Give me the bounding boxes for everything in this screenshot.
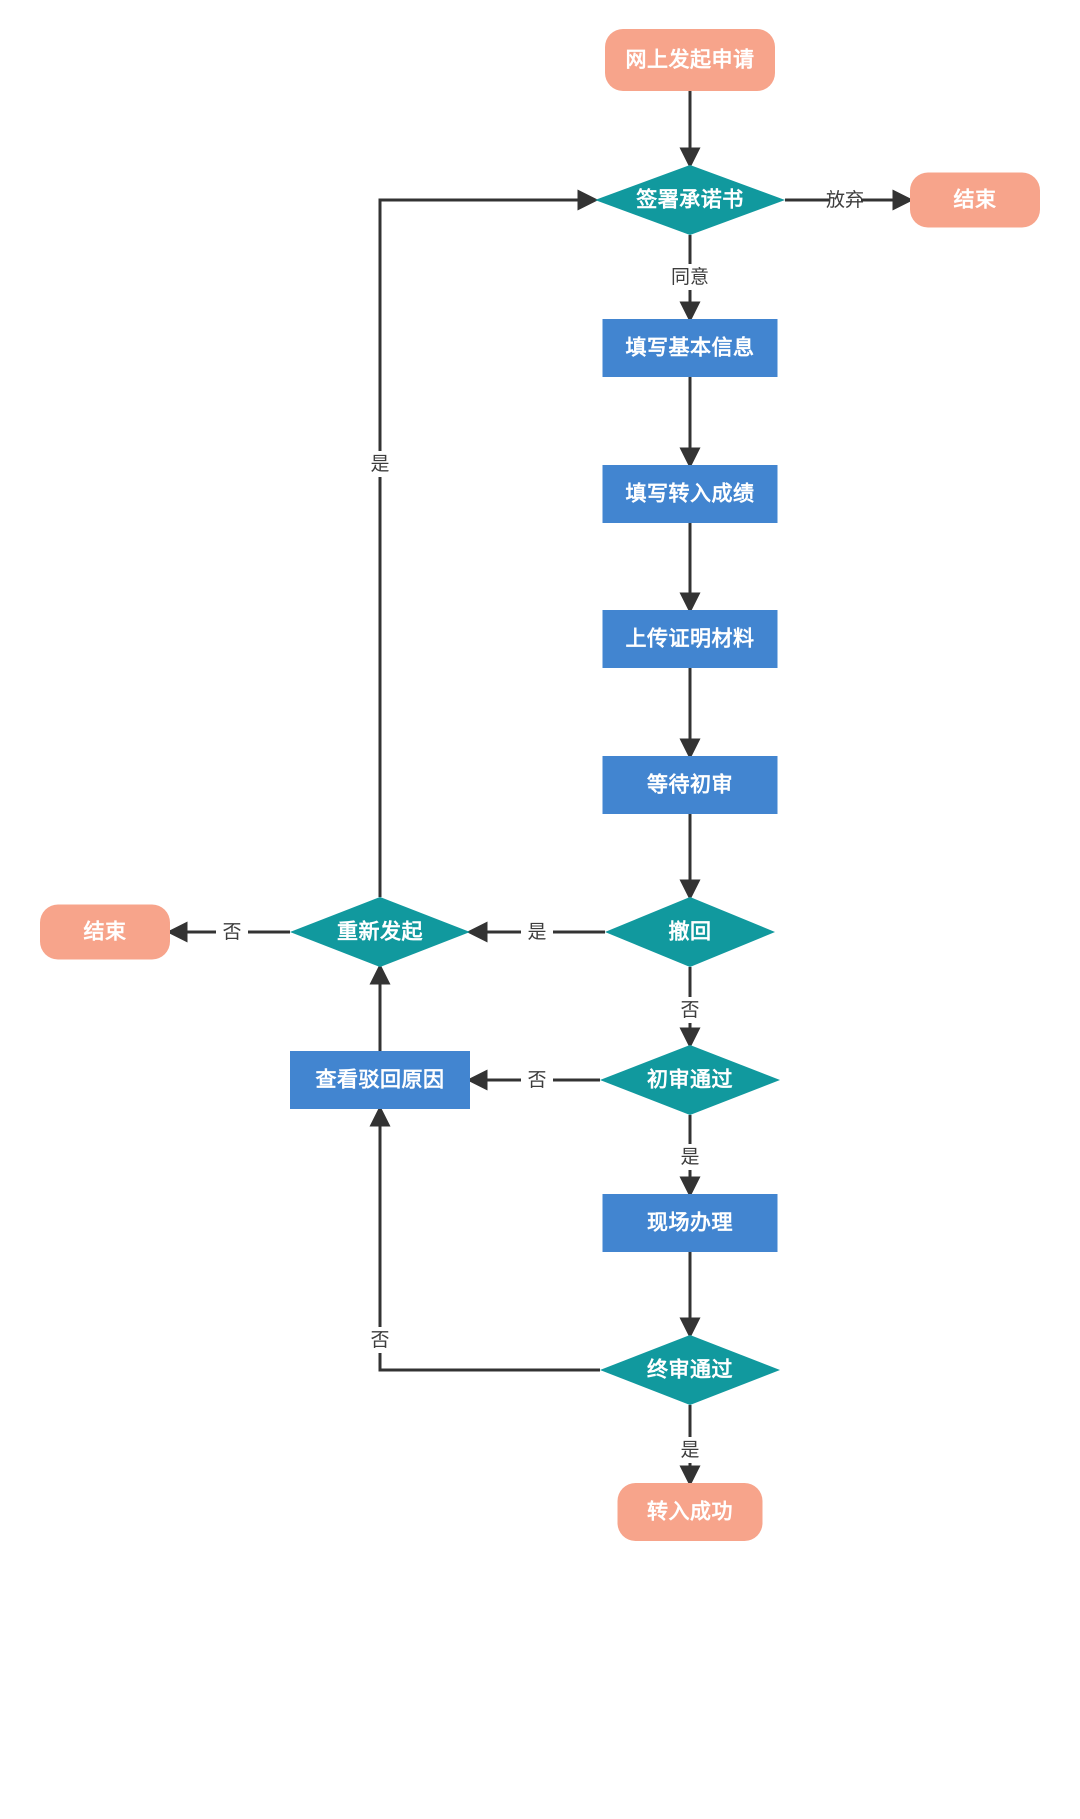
edge-label-e-restart-sign: 是 [370,454,389,475]
edge-restart-to-sign [378,189,599,897]
edge-label-e-restart-end: 否 [222,922,241,943]
edge-label-e-sign-basic: 同意 [671,266,709,288]
process-node-scores[interactable]: 填写转入成绩 [602,465,778,523]
decision-node-sign[interactable]: 签署承诺书 [595,165,785,235]
process-shape [602,465,778,523]
process-shape [602,319,778,377]
node-label-success: 转入成功 [647,1500,733,1524]
decision-shape [290,897,470,967]
edge-label-backdrop [521,1067,553,1093]
process-node-view_reason[interactable]: 查看驳回原因 [290,1051,470,1109]
decision-shape [600,1045,780,1115]
edge-label-backdrop [674,997,706,1023]
edge-label-backdrop [829,187,861,213]
edge-label-backdrop [364,451,396,477]
edge-label-e-firstpass-reason: 否 [527,1070,546,1091]
edge-label-e-finalpass-success: 是 [680,1440,699,1461]
decision-shape [605,897,775,967]
edge-final_pass-to-view_reason [369,1105,600,1372]
process-node-basic_info[interactable]: 填写基本信息 [602,319,778,377]
decision-shape [600,1335,780,1405]
terminal-shape [605,29,775,91]
terminal-shape [40,904,170,960]
node-label-start: 网上发起申请 [626,48,755,72]
terminal-node-success[interactable]: 转入成功 [617,1483,763,1541]
edge-layer [166,91,914,1487]
node-label-view_reason: 查看驳回原因 [316,1068,445,1092]
process-node-onsite[interactable]: 现场办理 [602,1194,778,1252]
edge-label-backdrop [216,919,248,945]
process-shape [602,1194,778,1252]
node-label-restart: 重新发起 [337,920,423,944]
node-layer: 网上发起申请签署承诺书结束填写基本信息填写转入成绩上传证明材料等待初审撤回重新发… [40,29,1040,1541]
edge-label-backdrop [364,1327,396,1353]
decision-node-withdraw[interactable]: 撤回 [605,897,775,967]
process-node-upload[interactable]: 上传证明材料 [602,610,778,668]
node-label-upload: 上传证明材料 [626,627,755,651]
edge-label-e-withdraw-restart: 是 [527,922,546,943]
node-label-scores: 填写转入成绩 [626,482,755,506]
process-shape [602,756,778,814]
edge-label-backdrop [521,919,553,945]
edge-label-backdrop [674,1144,706,1170]
process-node-wait_review[interactable]: 等待初审 [602,756,778,814]
node-label-first_pass: 初审通过 [647,1068,733,1092]
terminal-shape [617,1483,763,1541]
terminal-node-end_left[interactable]: 结束 [40,904,170,960]
edge-label-backdrop [674,264,706,290]
edge-label-e-firstpass-onsite: 是 [680,1147,699,1168]
node-label-end_top: 结束 [954,188,997,212]
edge-label-backdrop [674,1437,706,1463]
node-label-wait_review: 等待初审 [647,773,733,797]
decision-node-first_pass[interactable]: 初审通过 [600,1045,780,1115]
node-label-withdraw: 撤回 [669,920,712,944]
terminal-node-end_top[interactable]: 结束 [910,172,1040,228]
terminal-node-start[interactable]: 网上发起申请 [605,29,775,91]
node-label-end_left: 结束 [84,920,127,944]
node-label-onsite: 现场办理 [647,1212,733,1235]
edge-label-e-finalpass-reason: 否 [370,1330,389,1351]
process-shape [290,1051,470,1109]
node-label-final_pass: 终审通过 [647,1358,733,1382]
decision-node-restart[interactable]: 重新发起 [290,897,470,967]
decision-shape [595,165,785,235]
decision-node-final_pass[interactable]: 终审通过 [600,1335,780,1405]
node-label-sign: 签署承诺书 [635,188,744,212]
edge-label-e-sign-end: 放弃 [826,189,864,211]
node-label-basic_info: 填写基本信息 [626,336,755,360]
process-shape [602,610,778,668]
terminal-shape [910,172,1040,228]
edge-label-e-withdraw-firstpass: 否 [680,1000,699,1021]
